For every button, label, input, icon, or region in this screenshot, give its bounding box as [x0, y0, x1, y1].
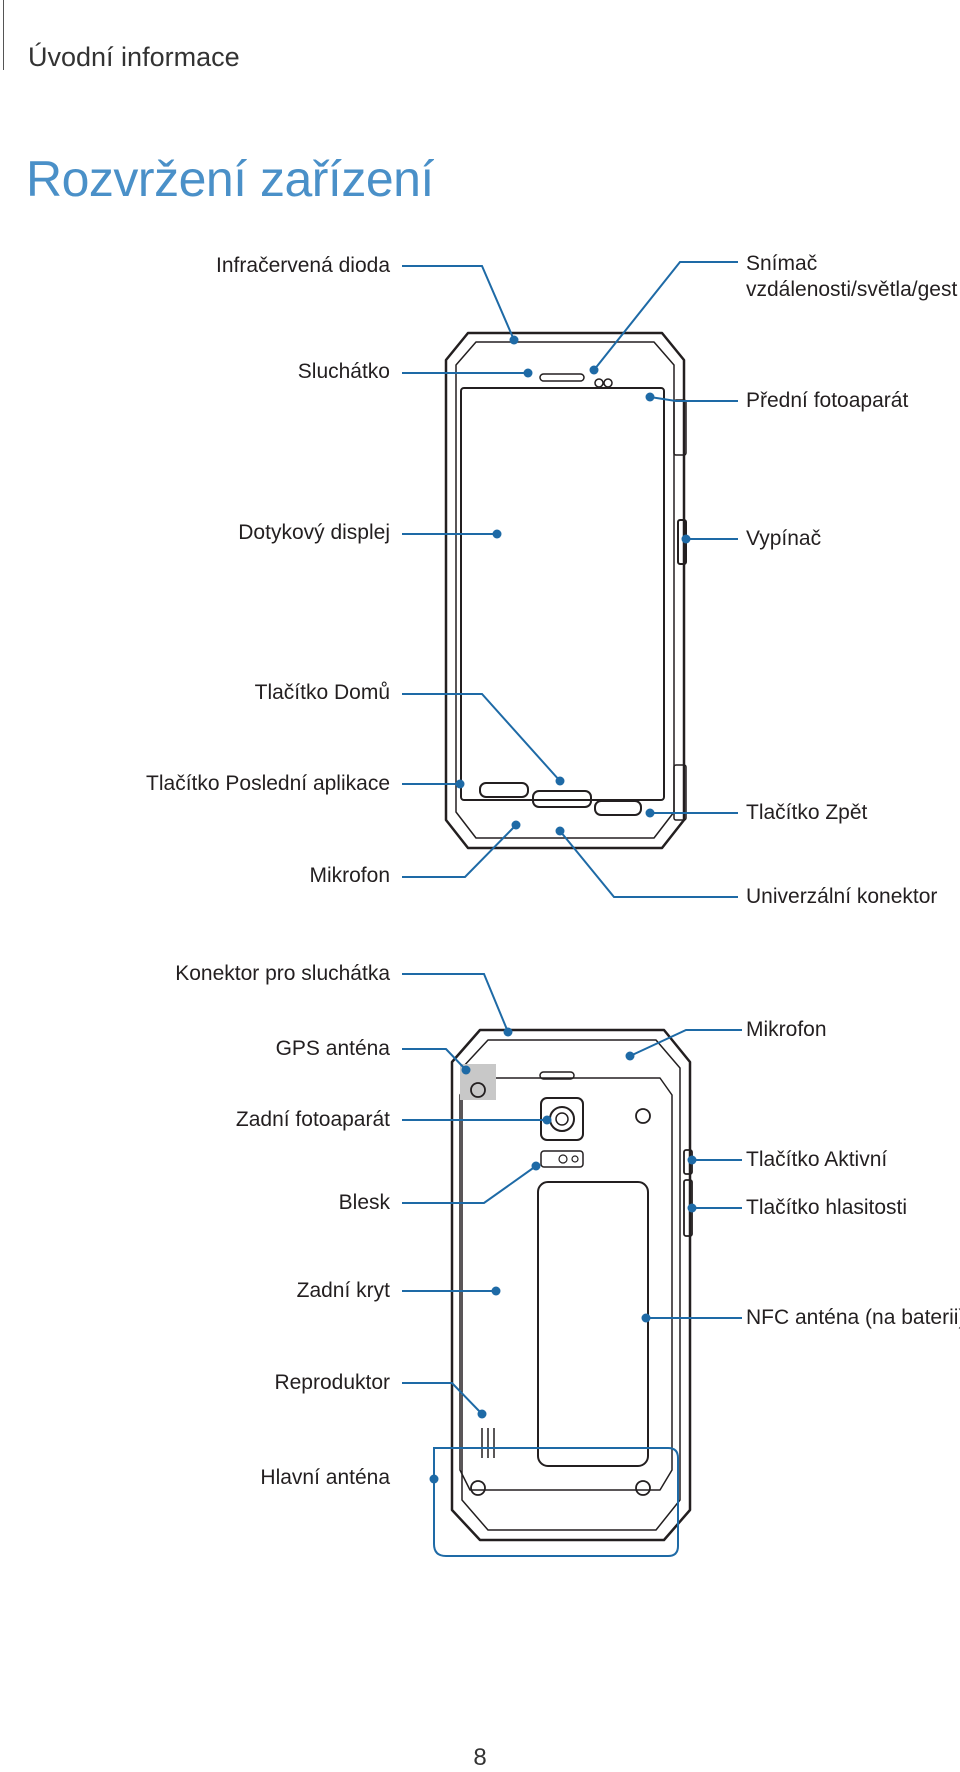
page-title: Rozvržení zařízení [26, 151, 434, 207]
rear-phone-body [450, 1028, 692, 1542]
label-back-cover: Zadní kryt [296, 1279, 390, 1302]
front-screen [460, 387, 665, 801]
nfc-area [537, 1181, 649, 1467]
section-header: Úvodní informace [28, 42, 240, 72]
rear-mic-dot [625, 1051, 635, 1061]
gps-dot [461, 1065, 471, 1075]
label-back-key: Tlačítko Zpět [746, 801, 868, 824]
label-nfc: NFC anténa (na baterii) [746, 1306, 960, 1329]
label-main-antenna: Hlavní anténa [260, 1466, 390, 1489]
label-sensor-1: Snímač [746, 252, 818, 275]
label-rear-camera: Zadní fotoaparát [235, 1108, 390, 1131]
label-headset: Konektor pro sluchátka [175, 962, 390, 985]
label-home: Tlačítko Domů [254, 681, 390, 704]
label-recent: Tlačítko Poslední aplikace [146, 772, 390, 795]
label-touchscreen: Dotykový displej [238, 521, 390, 544]
page-number: 8 [473, 1744, 487, 1771]
label-active-key: Tlačítko Aktivní [746, 1148, 888, 1171]
recent-dot [455, 779, 465, 789]
speaker-dot [477, 1409, 487, 1419]
flash-dot [531, 1161, 541, 1171]
label-usb: Univerzální konektor [746, 885, 938, 908]
front-phone-body [444, 331, 686, 850]
back-key-dot [645, 808, 655, 818]
front-camera-dot [645, 392, 655, 402]
infrared-dot [509, 335, 519, 345]
header-rule [3, 0, 4, 70]
home-dot [555, 776, 565, 786]
label-gps: GPS anténa [275, 1037, 390, 1060]
earpiece-dot [523, 368, 533, 378]
label-rear-mic: Mikrofon [746, 1018, 827, 1041]
label-speaker: Reproduktor [274, 1371, 390, 1394]
main-antenna-dot [429, 1474, 439, 1484]
label-volume: Tlačítko hlasitosti [746, 1196, 908, 1219]
label-infrared: Infračervená dioda [216, 254, 390, 277]
back-cover-dot [491, 1286, 501, 1296]
sensor-dot [589, 365, 599, 375]
usb-dot [555, 826, 565, 836]
touchscreen-dot [492, 529, 502, 539]
label-flash: Blesk [338, 1191, 390, 1214]
label-sensor-2: vzdálenosti/světla/gest [746, 278, 958, 301]
rear-camera-dot [542, 1115, 552, 1125]
earpiece-grille [539, 373, 585, 382]
nfc-dot [641, 1313, 651, 1323]
volume-dot [687, 1203, 697, 1213]
label-power: Vypínač [746, 527, 822, 550]
headset-dot [503, 1027, 513, 1037]
front-mic-dot [511, 820, 521, 830]
power-dot [681, 534, 691, 544]
label-front-mic: Mikrofon [309, 864, 390, 887]
label-earpiece: Sluchátko [297, 360, 390, 383]
main-antenna-outline [433, 1447, 679, 1557]
active-key-dot [687, 1155, 697, 1165]
label-front-camera: Přední fotoaparát [746, 389, 909, 412]
